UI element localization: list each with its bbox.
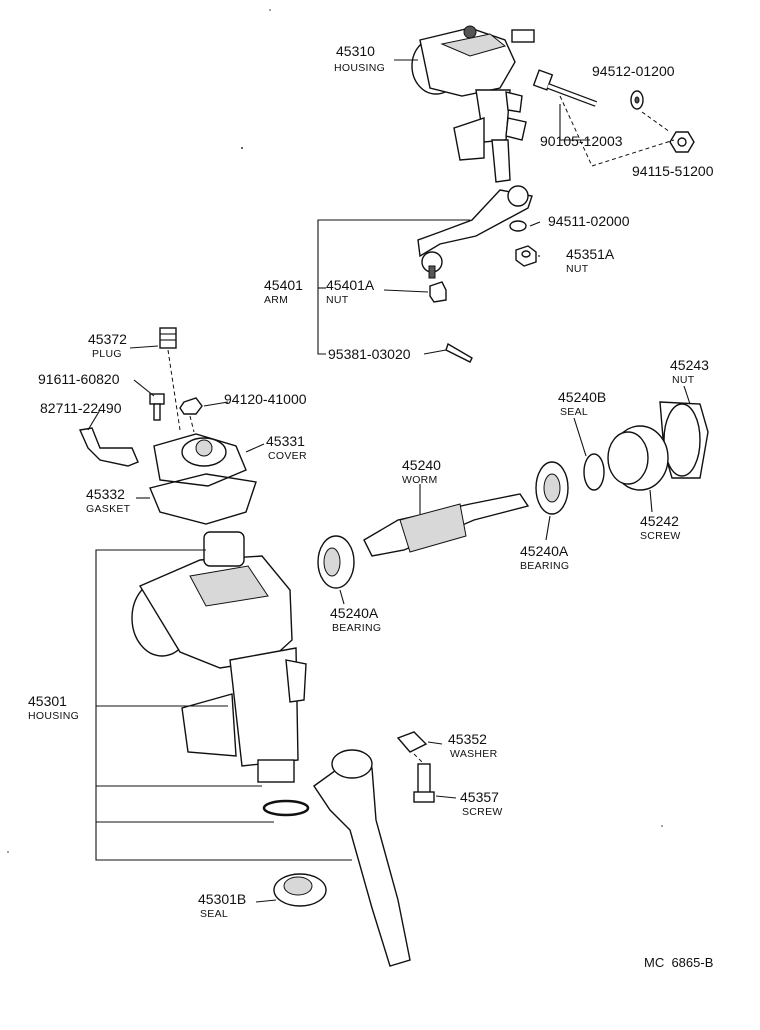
worm-bearing-right-drawing <box>535 461 569 515</box>
svg-text:45357: 45357 <box>460 789 499 805</box>
svg-text:HOUSING: HOUSING <box>28 710 79 722</box>
part-label-45310: 45310 HOUSING <box>334 43 385 74</box>
upper-housing-drawing <box>411 25 535 183</box>
svg-text:COVER: COVER <box>268 450 307 462</box>
arm-nut-drawing <box>429 281 447 303</box>
svg-text:45242: 45242 <box>640 513 679 529</box>
svg-text:SEAL: SEAL <box>560 406 588 418</box>
bracket-drawing <box>78 427 139 467</box>
svg-text:45331: 45331 <box>266 433 305 449</box>
part-label-94115-51200: 94115-51200 <box>632 163 714 179</box>
adjusting-nut-drawing <box>659 401 709 479</box>
main-housing-drawing <box>131 531 307 783</box>
svg-text:NUT: NUT <box>672 374 695 386</box>
part-label-45301B: 45301B SEAL <box>198 891 246 920</box>
adjusting-screw-drawing <box>607 425 669 491</box>
svg-text:45401A: 45401A <box>326 277 375 293</box>
svg-text:45351A: 45351A <box>566 246 615 262</box>
part-label-90105-12003: 90105-12003 <box>540 133 623 149</box>
part-label-45332: 45332 GASKET <box>86 486 131 515</box>
svg-text:45301: 45301 <box>28 693 67 709</box>
svg-text:SCREW: SCREW <box>462 806 503 818</box>
pitman-nut-drawing <box>515 245 537 267</box>
svg-text:NUT: NUT <box>326 294 349 306</box>
worm-shaft-drawing <box>363 493 530 557</box>
svg-text:45301B: 45301B <box>198 891 246 907</box>
part-label-82711-22490: 82711-22490 <box>40 400 122 416</box>
part-label-45351A: 45351A NUT <box>566 246 615 275</box>
svg-text:ARM: ARM <box>264 294 288 306</box>
svg-text:PLUG: PLUG <box>92 348 122 360</box>
svg-text:GASKET: GASKET <box>86 503 131 515</box>
figure-reference: MC 6865-B <box>644 955 713 970</box>
pitman-arm-drawing <box>417 185 533 279</box>
gasket-drawing <box>149 473 257 525</box>
plug-drawing <box>159 327 177 349</box>
part-label-45242: 45242 SCREW <box>640 513 681 542</box>
part-label-45240A-right: 45240A BEARING <box>520 543 569 572</box>
cover-bolt-drawing <box>149 393 165 421</box>
svg-text:45240B: 45240B <box>558 389 606 405</box>
part-label-91611-60820: 91611-60820 <box>38 371 120 387</box>
part-label-45240A-left: 45240A BEARING <box>330 605 381 634</box>
part-label-45352: 45352 WASHER <box>448 731 498 760</box>
svg-text:45240: 45240 <box>402 457 441 473</box>
svg-text:45372: 45372 <box>88 331 127 347</box>
worm-bearing-left-drawing <box>317 535 355 589</box>
svg-text:45332: 45332 <box>86 486 125 502</box>
part-label-45243: 45243 NUT <box>670 357 709 386</box>
svg-text:45352: 45352 <box>448 731 487 747</box>
svg-text:SCREW: SCREW <box>640 530 681 542</box>
adjust-screw-drawing <box>413 763 435 803</box>
svg-text:BEARING: BEARING <box>520 560 569 572</box>
nut-drawing <box>669 131 695 153</box>
svg-text:HOUSING: HOUSING <box>334 62 385 74</box>
washer-drawing <box>630 90 644 110</box>
cover-nut-drawing <box>179 397 203 415</box>
part-label-45240B: 45240B SEAL <box>558 389 606 418</box>
part-label-45240: 45240 WORM <box>402 457 441 486</box>
side-cover-drawing <box>153 433 247 487</box>
svg-text:45240A: 45240A <box>330 605 379 621</box>
part-label-45331: 45331 COVER <box>266 433 307 462</box>
output-seal-drawing <box>273 873 327 907</box>
svg-text:45243: 45243 <box>670 357 709 373</box>
part-label-45401: 45401 ARM <box>264 277 303 306</box>
cotter-pin-drawing <box>445 342 473 363</box>
svg-text:WORM: WORM <box>402 474 438 486</box>
part-label-95381-03020: 95381-03020 <box>328 346 411 362</box>
worm-seal-drawing <box>583 453 605 491</box>
part-label-45357: 45357 SCREW <box>460 789 503 818</box>
svg-text:NUT: NUT <box>566 263 589 275</box>
snap-ring-drawing <box>262 799 310 817</box>
leader-lines <box>87 59 691 903</box>
part-label-45301: 45301 HOUSING <box>28 693 79 722</box>
part-label-45372: 45372 PLUG <box>88 331 127 360</box>
spring-washer-drawing <box>509 220 527 232</box>
svg-text:45401: 45401 <box>264 277 303 293</box>
part-label-94511-02000: 94511-02000 <box>548 213 630 229</box>
part-label-45401A: 45401A NUT <box>326 277 375 306</box>
sector-shaft-drawing <box>313 749 411 967</box>
bolt-drawing <box>532 69 598 107</box>
svg-text:WASHER: WASHER <box>450 748 498 760</box>
svg-text:45240A: 45240A <box>520 543 569 559</box>
svg-text:SEAL: SEAL <box>200 908 228 920</box>
lock-washer-drawing <box>396 731 428 753</box>
part-label-94120-41000: 94120-41000 <box>224 391 307 407</box>
part-label-94512-01200: 94512-01200 <box>592 63 675 79</box>
svg-text:BEARING: BEARING <box>332 622 381 634</box>
svg-text:45310: 45310 <box>336 43 375 59</box>
